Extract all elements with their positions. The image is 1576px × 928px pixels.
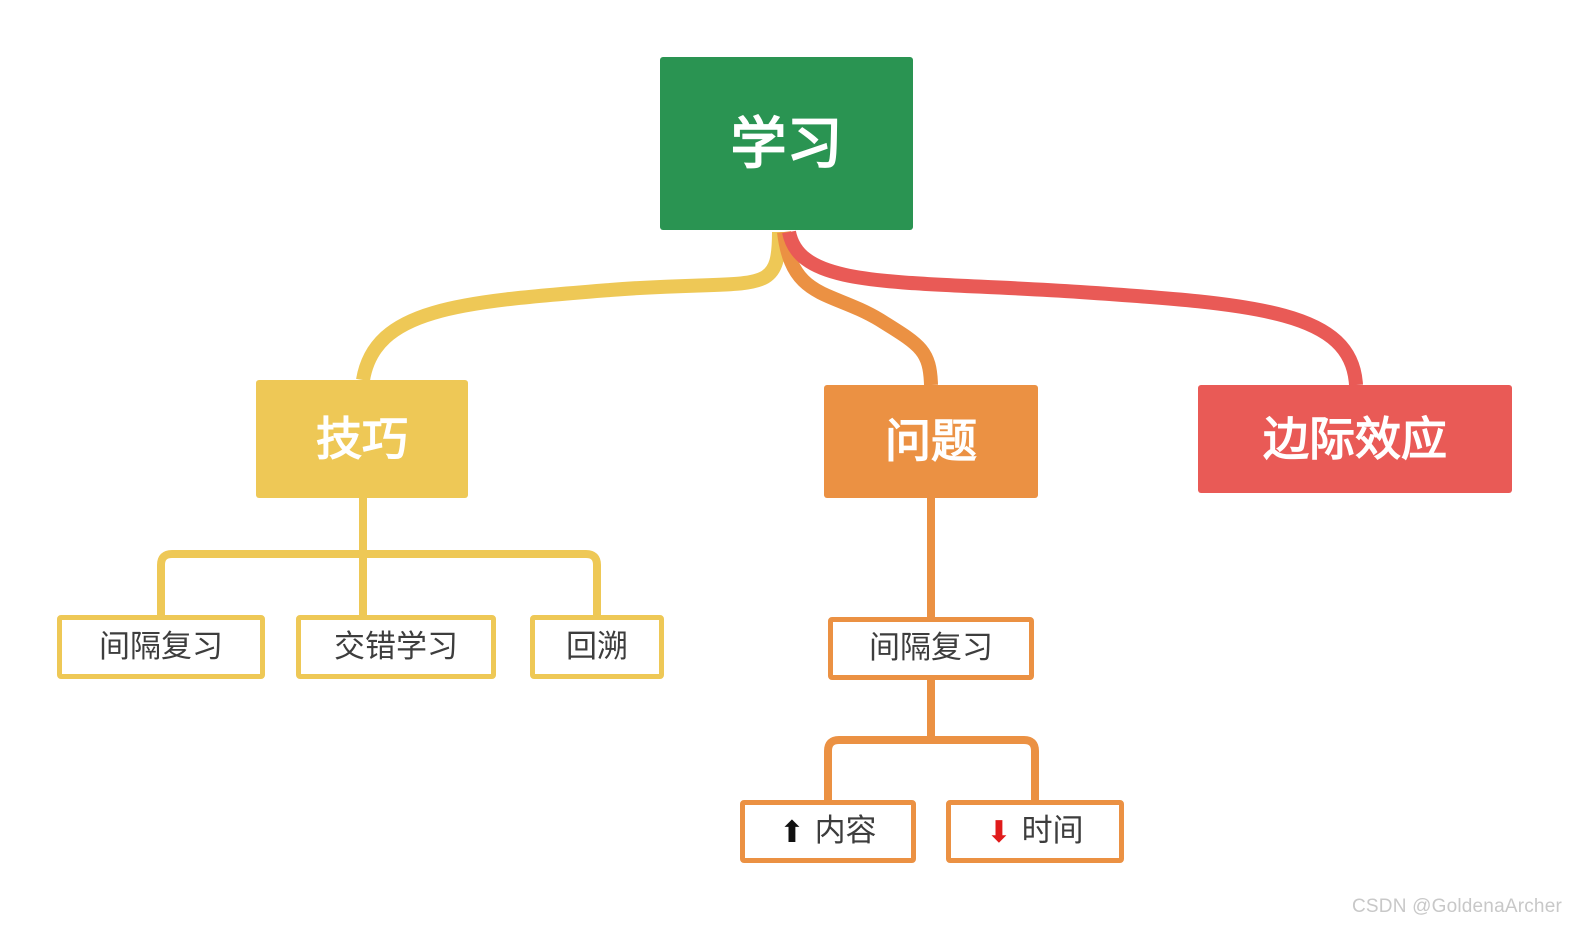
node-spaced-review-skills[interactable]: 间隔复习 (57, 615, 265, 679)
node-content-label: 内容 (814, 813, 877, 849)
edge-spaced-review-to-time (931, 736, 1039, 800)
node-skills-label: 技巧 (316, 412, 408, 465)
node-time-label: 时间 (1021, 813, 1084, 849)
node-retrospection[interactable]: 回溯 (530, 615, 664, 679)
node-marginal-effect[interactable]: 边际效应 (1198, 385, 1512, 493)
node-time[interactable]: ⬇ 时间 (946, 800, 1124, 863)
edge-root-to-marginal (782, 230, 1363, 386)
edge-root-to-problem (777, 231, 938, 386)
node-content[interactable]: ⬆ 内容 (740, 800, 916, 863)
node-interleaved-learning[interactable]: 交错学习 (296, 615, 496, 679)
watermark: CSDN @GoldenaArcher (1352, 896, 1562, 917)
node-spaced-review-problem[interactable]: 间隔复习 (828, 617, 1034, 680)
arrow-down-icon: ⬇ (986, 815, 1012, 849)
node-skills[interactable]: 技巧 (256, 380, 468, 498)
edge-root-to-skills (356, 231, 786, 382)
node-marginal-effect-label: 边际效应 (1263, 412, 1447, 465)
node-root-label: 学习 (730, 111, 843, 175)
edge-skills-to-spaced-review (157, 550, 363, 615)
node-problem[interactable]: 问题 (824, 385, 1038, 498)
node-spaced-review-skills-label: 间隔复习 (99, 628, 223, 664)
edge-spaced-review-to-content (824, 736, 931, 800)
edge-skills-to-retrospect (363, 550, 601, 615)
node-root[interactable]: 学习 (660, 57, 913, 230)
node-problem-label: 问题 (885, 415, 977, 468)
node-retrospection-label: 回溯 (566, 628, 628, 664)
node-spaced-review-problem-label: 间隔复习 (869, 630, 993, 666)
arrow-up-icon: ⬆ (779, 815, 805, 849)
node-interleaved-learning-label: 交错学习 (334, 628, 458, 664)
